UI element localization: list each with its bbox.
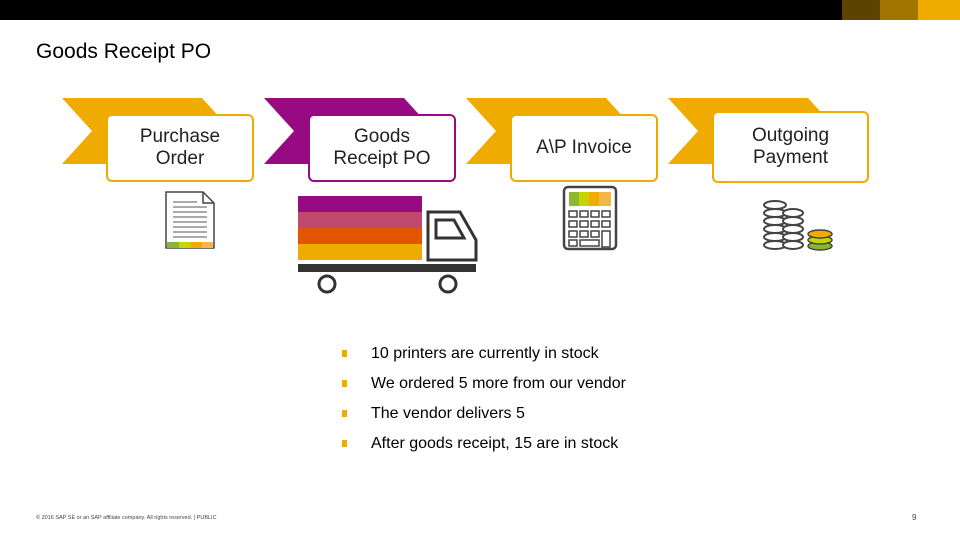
footer-copyright: © 2016 SAP SE or an SAP affiliate compan… <box>36 515 217 521</box>
brand-swatch-light <box>918 0 960 20</box>
bullet-marker <box>342 350 347 357</box>
step-purchase-order: Purchase Order <box>106 114 254 182</box>
step-goods-receipt-po: Goods Receipt PO <box>308 114 456 182</box>
bullet-item: After goods receipt, 15 are in stock <box>340 430 626 460</box>
bullet-item: 10 printers are currently in stock <box>340 340 626 370</box>
step-outgoing-payment: Outgoing Payment <box>712 111 869 183</box>
page-title: Goods Receipt PO <box>36 40 212 63</box>
page-number: 9 <box>912 513 917 522</box>
bullet-marker <box>342 380 347 387</box>
calculator-icon <box>562 185 618 251</box>
truck-icon <box>298 196 478 294</box>
brand-swatch-dark <box>842 0 880 20</box>
step-ap-invoice: A\P Invoice <box>510 114 658 182</box>
bullet-item: We ordered 5 more from our vendor <box>340 370 626 400</box>
bullet-list: 10 printers are currently in stock We or… <box>340 340 626 460</box>
bullet-marker <box>342 410 347 417</box>
top-bar <box>0 0 960 20</box>
document-icon <box>165 191 215 249</box>
brand-swatch-mid <box>880 0 918 20</box>
coins-icon <box>763 200 833 251</box>
bullet-item: The vendor delivers 5 <box>340 400 626 430</box>
bullet-marker <box>342 440 347 447</box>
